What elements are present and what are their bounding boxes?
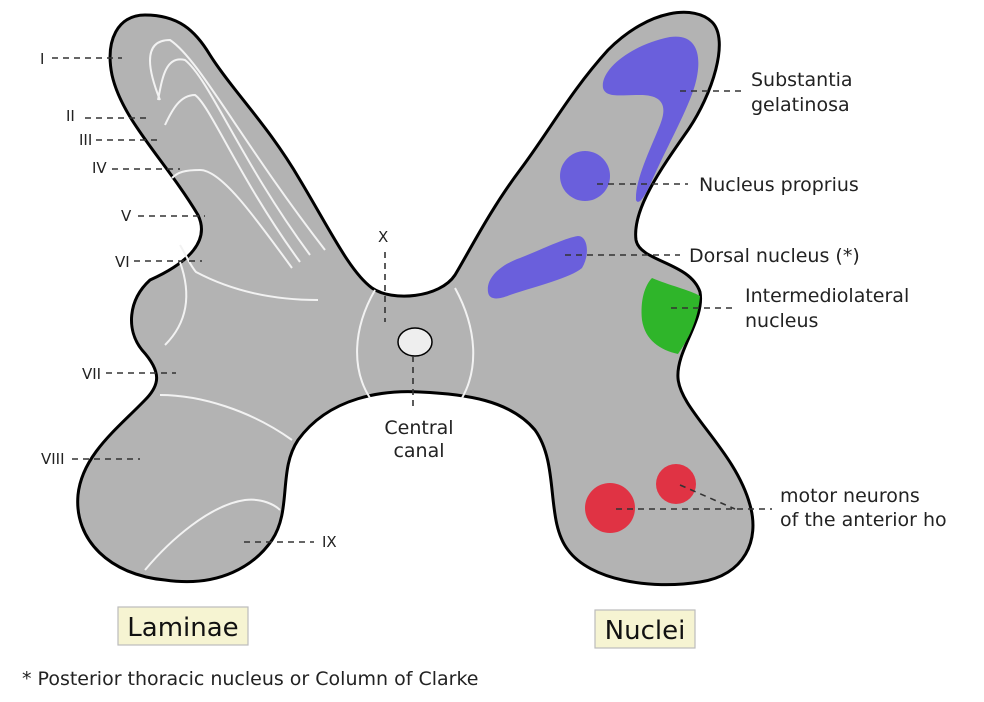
- intermediolateral-nucleus-shape: [641, 278, 700, 354]
- central-canal-label-line1: Central: [384, 417, 453, 439]
- nuclei-box-label: Nuclei: [605, 616, 686, 646]
- motor-neurons-label-line1: motor neurons: [780, 485, 920, 507]
- motor-neurons-label-line2: of the anterior hor: [780, 509, 955, 531]
- lamina-III-label: III: [79, 131, 92, 149]
- lamina-II-label: II: [66, 107, 75, 125]
- right-edge-mask: [948, 480, 984, 540]
- intermediolateral-label-line1: Intermediolateral: [745, 285, 909, 307]
- lamina-boundary: [171, 168, 293, 269]
- laminae-box-label: Laminae: [127, 613, 238, 643]
- lamina-IX-label: IX: [322, 533, 337, 551]
- lamina-boundary: [164, 261, 188, 346]
- lamina-boundary: [164, 93, 301, 263]
- footnote: * Posterior thoracic nucleus or Column o…: [22, 668, 478, 690]
- lamina-boundary: [157, 58, 311, 256]
- substantia-gelatinosa-label-line1: Substantia: [751, 69, 853, 91]
- nucleus-proprius-label: Nucleus proprius: [699, 174, 859, 196]
- lamina-IV-label: IV: [92, 159, 107, 177]
- lamina-boundary: [454, 287, 475, 399]
- lamina-boundary: [159, 394, 293, 441]
- substantia-gelatinosa-shape: [602, 36, 699, 202]
- lamina-X-label: X: [378, 228, 388, 246]
- lamina-boundary: [149, 38, 326, 251]
- substantia-gelatinosa-label-line2: gelatinosa: [751, 94, 850, 116]
- lamina-VI-label: VI: [115, 253, 130, 271]
- lamina-VII-label: VII: [82, 365, 101, 383]
- lamina-I-label: I: [40, 50, 44, 68]
- central-canal: [397, 327, 433, 357]
- lamina-boundary: [144, 498, 281, 571]
- lamina-V-label: V: [121, 207, 132, 225]
- laminae-box: [117, 606, 249, 646]
- intermediolateral-label-line2: nucleus: [745, 310, 818, 332]
- dorsal-nucleus-label: Dorsal nucleus (*): [689, 245, 860, 267]
- dorsal-nucleus-shape: [487, 236, 587, 299]
- lamina-VIII-label: VIII: [41, 450, 65, 468]
- lamina-boundary: [179, 244, 319, 301]
- motor-neuron-large: [585, 483, 635, 533]
- motor-neuron-small: [656, 464, 696, 504]
- nuclei-box: [594, 609, 696, 649]
- lamina-boundary: [356, 289, 376, 399]
- central-canal-label-line2: canal: [393, 440, 444, 462]
- nucleus-proprius-shape: [560, 151, 610, 201]
